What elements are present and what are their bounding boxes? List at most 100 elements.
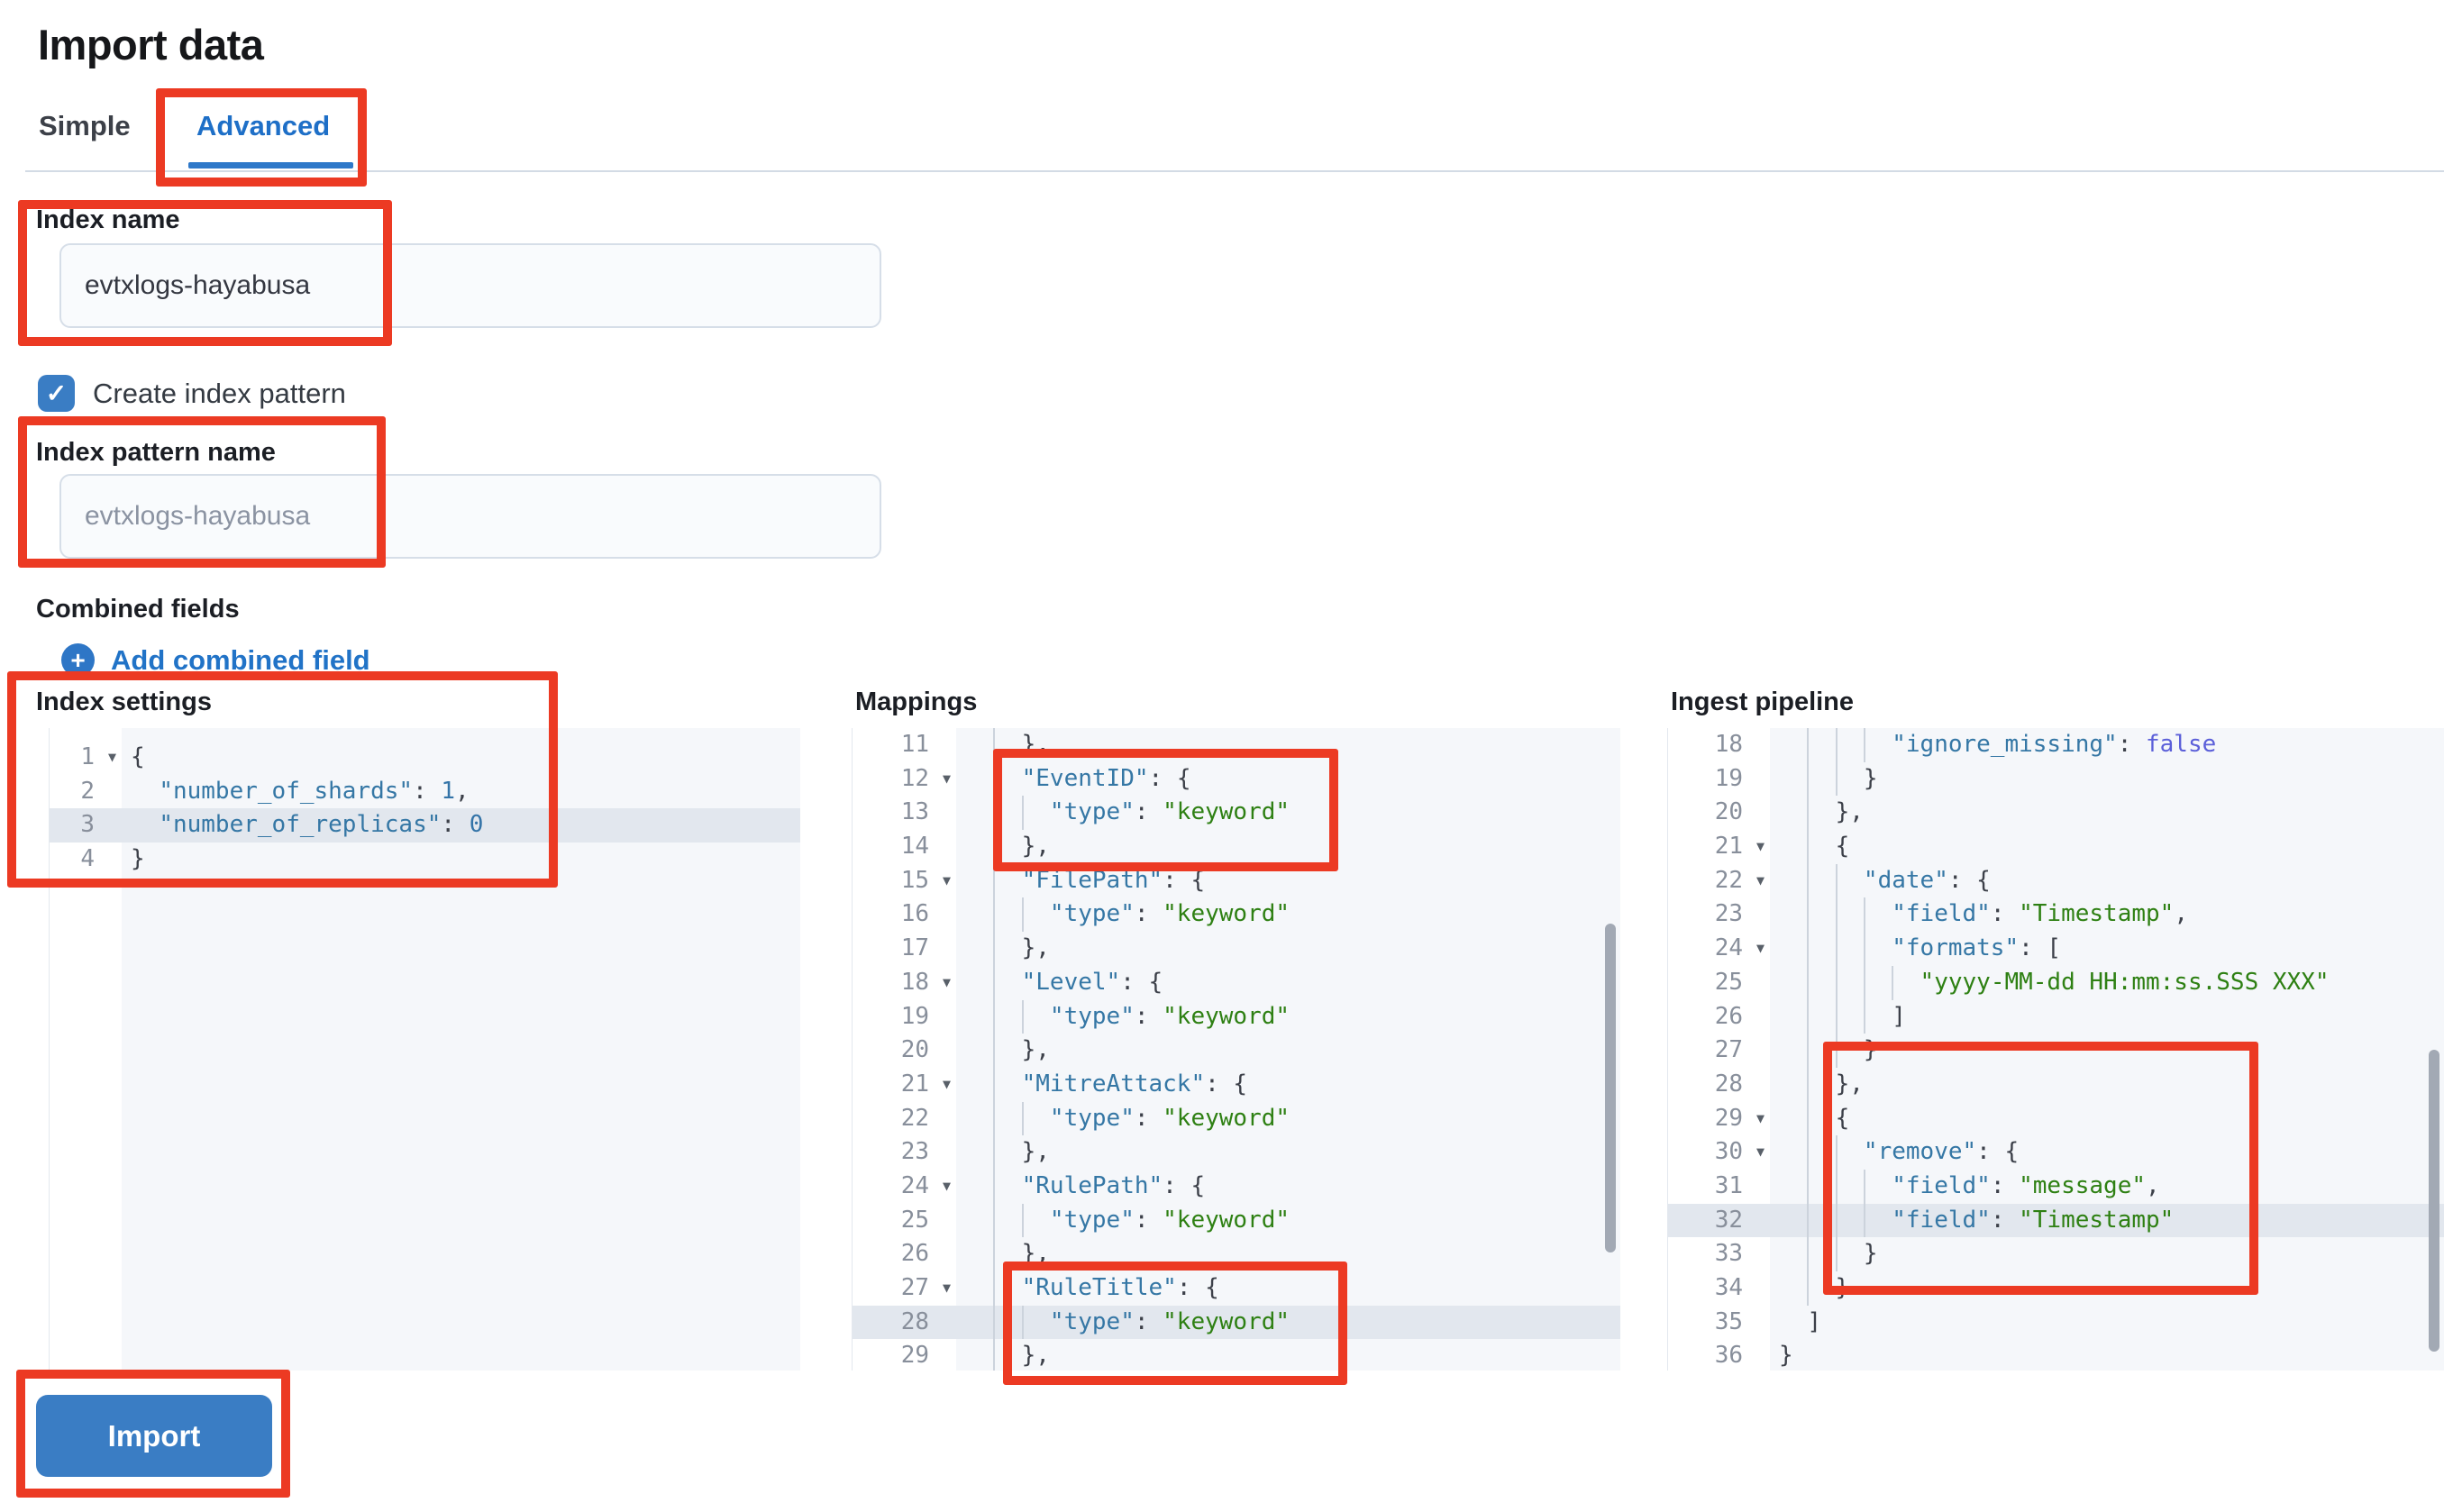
- create-index-pattern-row[interactable]: ✓ Create index pattern: [38, 375, 346, 412]
- indent-guide: [1807, 863, 1810, 898]
- fold-arrow-icon[interactable]: ▼: [1755, 871, 1765, 888]
- indent-guide: [1021, 999, 1024, 1034]
- index-pattern-name-label: Index pattern name: [36, 438, 276, 467]
- line-number: 21: [900, 1070, 929, 1098]
- indent-guide: [1835, 1034, 1838, 1068]
- fold-arrow-icon[interactable]: ▼: [1755, 1109, 1765, 1126]
- code-text: "FilePath": {: [1021, 866, 1206, 894]
- fold-arrow-icon[interactable]: ▼: [1755, 1143, 1765, 1161]
- index-pattern-name-input[interactable]: [59, 474, 881, 559]
- line-number: 30: [1714, 1138, 1743, 1166]
- ingest-pipeline-scrollbar[interactable]: [2429, 1050, 2439, 1352]
- code-line: 26 ]: [1668, 999, 2444, 1034]
- indent-guide: [1835, 1169, 1838, 1204]
- fold-arrow-icon[interactable]: ▼: [1755, 838, 1765, 855]
- add-combined-field-link[interactable]: + Add combined field: [61, 643, 370, 677]
- fold-arrow-icon[interactable]: ▼: [942, 871, 951, 888]
- indent-guide: [1835, 1203, 1838, 1238]
- code-line: 18▼ "Level": {: [853, 965, 1620, 1000]
- code-text: "ignore_missing": false: [1892, 731, 2217, 758]
- code-line: 25 "yyyy-MM-dd HH:mm:ss.SSS XXX": [1668, 965, 2444, 1000]
- code-line: 32 "field": "Timestamp": [1668, 1203, 2444, 1238]
- code-line: 29▼ {: [1668, 1101, 2444, 1136]
- code-line: 17 },: [853, 932, 1620, 966]
- index-settings-editor[interactable]: 1▼{2 "number_of_shards": 1,3 "number_of_…: [49, 728, 800, 1371]
- line-number: 34: [1714, 1274, 1743, 1301]
- mappings-editor[interactable]: 11 },12▼ "EventID": {13 "type": "keyword…: [852, 728, 1620, 1371]
- code-text: }: [1863, 1240, 1878, 1268]
- mappings-label: Mappings: [855, 688, 978, 716]
- indent-guide: [1021, 1101, 1024, 1136]
- indent-guide: [1807, 1067, 1810, 1102]
- line-number: 13: [900, 798, 929, 826]
- line-number: 17: [900, 934, 929, 962]
- create-index-pattern-checkbox[interactable]: ✓: [38, 375, 75, 412]
- code-text: "MitreAttack": {: [1021, 1070, 1248, 1098]
- indent-guide: [1807, 932, 1810, 966]
- code-text: },: [1021, 934, 1050, 962]
- editor-gutter: [1668, 728, 1770, 1371]
- code-line: 3 "number_of_replicas": 0: [50, 808, 800, 843]
- fold-arrow-icon[interactable]: ▼: [942, 1177, 951, 1194]
- indent-guide: [993, 965, 996, 1000]
- code-text: "type": "keyword": [1049, 1002, 1290, 1030]
- indent-guide: [1807, 1237, 1810, 1271]
- fold-arrow-icon[interactable]: ▼: [942, 1280, 951, 1296]
- import-button[interactable]: Import: [36, 1395, 272, 1477]
- code-text: ]: [1807, 1307, 1821, 1335]
- line-number: 25: [1714, 968, 1743, 996]
- code-text: "type": "keyword": [1049, 798, 1290, 826]
- code-text: "EventID": {: [1021, 764, 1191, 792]
- code-text: },: [1021, 1342, 1050, 1370]
- line-number: 1: [80, 743, 95, 770]
- mappings-scrollbar[interactable]: [1605, 924, 1616, 1252]
- line-number: 11: [900, 731, 929, 758]
- line-number: 27: [1714, 1036, 1743, 1064]
- code-text: "field": "Timestamp",: [1892, 900, 2188, 928]
- page-title: Import data: [38, 21, 264, 68]
- indent-guide: [993, 863, 996, 898]
- line-number: 15: [900, 866, 929, 894]
- code-line: 21▼ {: [1668, 830, 2444, 864]
- code-text: "type": "keyword": [1049, 1307, 1290, 1335]
- code-text: ]: [1892, 1002, 1906, 1030]
- line-number: 26: [1714, 1002, 1743, 1030]
- indent-guide: [993, 999, 996, 1034]
- indent-guide: [1835, 897, 1838, 933]
- code-line: 20 },: [1668, 796, 2444, 831]
- code-text: {: [1835, 1104, 1850, 1132]
- create-index-pattern-label: Create index pattern: [93, 377, 346, 409]
- line-number: 27: [900, 1274, 929, 1301]
- fold-arrow-icon[interactable]: ▼: [942, 770, 951, 787]
- line-number: 22: [1714, 866, 1743, 894]
- code-line: 15 ▼ "FilePath": {: [853, 863, 1620, 898]
- line-number: 33: [1714, 1240, 1743, 1268]
- fold-arrow-icon[interactable]: ▼: [942, 1075, 951, 1092]
- fold-arrow-icon[interactable]: ▼: [1755, 940, 1765, 957]
- indent-guide: [1835, 965, 1838, 1000]
- indent-guide: [1863, 932, 1865, 966]
- indent-guide: [993, 1203, 996, 1238]
- fold-arrow-icon[interactable]: ▼: [942, 973, 951, 990]
- code-line: 34 }: [1668, 1271, 2444, 1306]
- line-number: 29: [900, 1342, 929, 1370]
- line-number: 35: [1714, 1307, 1743, 1335]
- line-number: 24: [900, 1171, 929, 1199]
- code-text: {: [131, 743, 145, 770]
- fold-arrow-icon[interactable]: ▼: [107, 749, 116, 765]
- tab-simple[interactable]: Simple: [39, 110, 131, 141]
- code-text: },: [1835, 1070, 1864, 1098]
- index-name-input[interactable]: [59, 243, 881, 328]
- indent-guide: [1807, 999, 1810, 1034]
- code-text: },: [1021, 833, 1050, 861]
- code-text: {: [1835, 833, 1850, 861]
- code-text: "Level": {: [1021, 968, 1163, 996]
- line-number: 19: [1714, 764, 1743, 792]
- line-number: 20: [1714, 798, 1743, 826]
- tab-advanced[interactable]: Advanced: [196, 110, 331, 141]
- indent-guide: [993, 1305, 996, 1340]
- indent-guide: [993, 1101, 996, 1136]
- code-text: "RuleTitle": {: [1021, 1274, 1219, 1301]
- index-name-label: Index name: [36, 205, 180, 234]
